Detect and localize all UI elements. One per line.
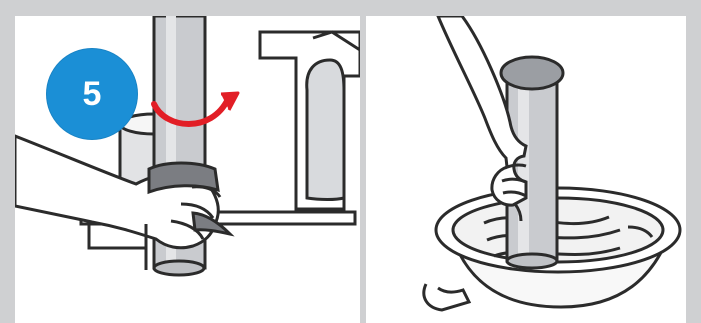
pipe-top-opening [501,57,563,89]
left-illustration-panel: 5 [15,16,360,323]
vacuum-body [307,60,344,200]
step-number: 5 [83,77,102,111]
pipe-bottom [507,254,557,268]
bucket-handle-left [424,284,469,310]
right-illustration [366,16,686,323]
pipe-end [154,261,204,275]
right-illustration-panel [366,16,686,323]
pipe-highlight [518,73,529,261]
step-number-badge: 5 [46,48,138,140]
